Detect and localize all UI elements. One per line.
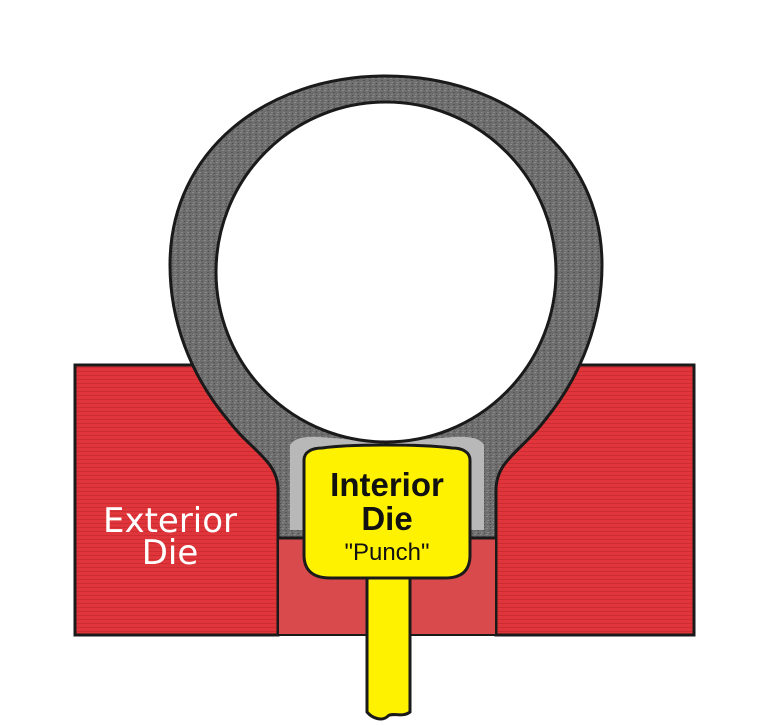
interior-die-label-line1: Interior [330,466,444,503]
exterior-die-label-line1: Exterior [103,501,237,541]
punch-label: "Punch" [344,539,429,566]
tube-hollow [214,100,558,444]
punch-shaft [365,568,412,721]
punch-head [302,443,472,580]
exterior-die-label-line2: Die [142,533,199,573]
interior-die-label-line2: Die [361,500,412,537]
